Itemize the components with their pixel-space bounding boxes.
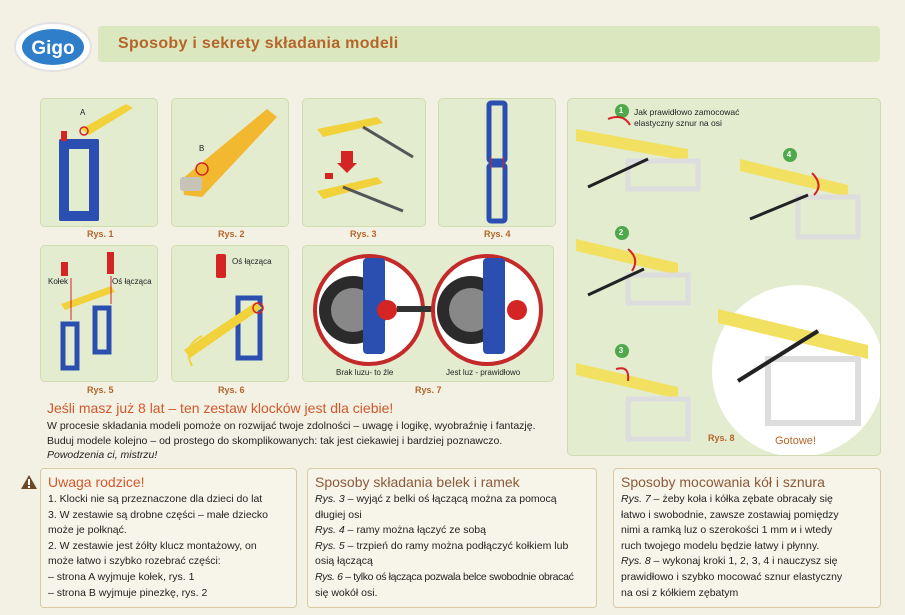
intro-text: W procesie składania modeli pomoże on ro… bbox=[47, 420, 536, 462]
warning-title: Uwaga rodzice! bbox=[48, 474, 145, 490]
mocowanie-line: Rys. 8 – wykonaj kroki 1, 2, 3, 4 i nauc… bbox=[621, 555, 838, 568]
warning-line: 3. W zestawie są drobne części – małe dz… bbox=[48, 508, 269, 521]
mocowanie-line: na osi z kółkiem zębatym bbox=[621, 586, 739, 599]
warning-line: może je połknąć. bbox=[48, 524, 127, 537]
belki-line: Rys. 3 – wyjąć z belki oś łączącą można … bbox=[315, 493, 557, 505]
label-gotowe: Gotowe! bbox=[775, 435, 816, 447]
belki-line: Rys. 4 – ramy można łączyć ze sobą bbox=[315, 524, 486, 537]
label-os-laczaca-2: Oś łącząca bbox=[232, 257, 272, 266]
figure-rys8 bbox=[567, 98, 884, 457]
logo-text: Gigo bbox=[31, 38, 74, 59]
header-bar bbox=[98, 26, 880, 62]
caption-rys4: Rys. 4 bbox=[484, 229, 511, 239]
belki-line: się wokół osi. bbox=[315, 586, 378, 599]
warning-line: – strona B wyjmuje pinezkę, rys. 2 bbox=[48, 586, 208, 599]
belki-line: Rys. 6 – tylko oś łącząca pozwala belce … bbox=[315, 570, 574, 583]
caption-rys2: Rys. 2 bbox=[218, 229, 245, 239]
label-b: B bbox=[199, 144, 205, 153]
belki-box: Sposoby składania belek i ramek Rys. 3 –… bbox=[307, 468, 597, 608]
step-4: 4 bbox=[786, 150, 792, 159]
page-title: Sposoby i sekrety składania modeli bbox=[118, 35, 399, 52]
warning-list: 1. Klocki nie są przeznaczone dla dzieci… bbox=[48, 492, 294, 601]
intro-title: Jeśli masz już 8 lat – ten zestaw klockó… bbox=[47, 400, 394, 416]
caption-rys3: Rys. 3 bbox=[350, 229, 377, 239]
figure-rys3 bbox=[302, 98, 426, 227]
label-brak-luzu: Brak luzu- to źle bbox=[336, 368, 394, 377]
caption-rys7: Rys. 7 bbox=[415, 385, 442, 395]
belki-list: Rys. 3 – wyjąć z belki oś łączącą można … bbox=[315, 492, 595, 601]
belki-title: Sposoby składania belek i ramek bbox=[315, 474, 520, 490]
mocowanie-line: ruch twojego modelu będzie łatwy i płynn… bbox=[621, 539, 820, 552]
mocowanie-line: prawidłowo i szybko mocować sznur elasty… bbox=[621, 570, 843, 583]
step-1: 1 bbox=[618, 106, 624, 115]
step-2: 2 bbox=[618, 228, 624, 237]
warning-box: Uwaga rodzice! 1. Klocki nie są przeznac… bbox=[40, 468, 297, 608]
figure-rys5 bbox=[40, 245, 158, 382]
mocowanie-title: Sposoby mocowania kół i sznura bbox=[621, 474, 825, 490]
figure-rys7 bbox=[302, 245, 554, 382]
warning-icon bbox=[20, 474, 38, 495]
belki-line: Rys. 5 – trzpień do ramy można podłączyć… bbox=[315, 539, 569, 552]
warning-line: może łatwo i szybko rozebrać części: bbox=[48, 555, 221, 568]
warning-line: 1. Klocki nie są przeznaczone dla dzieci… bbox=[48, 493, 263, 505]
mocowanie-line: nimi a ramką luz o szerokości 1 mm и i w… bbox=[621, 524, 833, 537]
label-jak-line1: Jak prawidłowo zamocować bbox=[634, 107, 740, 117]
label-jest-luz: Jest luz - prawidłowo bbox=[446, 368, 521, 377]
caption-rys8: Rys. 8 bbox=[708, 433, 735, 443]
mocowanie-line: Rys. 7 – żeby koła i kółka zębate obraca… bbox=[621, 493, 833, 505]
mocowanie-list: Rys. 7 – żeby koła i kółka zębate obraca… bbox=[621, 492, 877, 601]
warning-line: – strona A wyjmuje kołek, rys. 1 bbox=[48, 570, 195, 583]
belki-line: długiej osi bbox=[315, 508, 362, 521]
figure-rys4 bbox=[438, 98, 556, 227]
figure-rys2 bbox=[171, 98, 289, 227]
label-kolek: Kołek bbox=[48, 277, 69, 286]
gigo-logo: Gigo bbox=[10, 18, 96, 76]
label-jak-line2: elastyczny sznur na osi bbox=[634, 118, 722, 128]
step-3: 3 bbox=[618, 346, 624, 355]
caption-rys6: Rys. 6 bbox=[218, 385, 245, 395]
mocowanie-line: łatwo i swobodnie, zawsze zostawiaj pomi… bbox=[621, 508, 839, 521]
mocowanie-box: Sposoby mocowania kół i sznura Rys. 7 – … bbox=[613, 468, 881, 608]
caption-rys1: Rys. 1 bbox=[87, 229, 114, 239]
warning-line: 2. W zestawie jest żółty klucz montażowy… bbox=[48, 539, 257, 552]
figure-rys1 bbox=[40, 98, 158, 227]
figure-rys6 bbox=[171, 245, 289, 382]
belki-line: osią łączącą bbox=[315, 555, 373, 568]
label-os-laczaca: Oś łącząca bbox=[112, 277, 152, 286]
caption-rys5: Rys. 5 bbox=[87, 385, 114, 395]
label-a: A bbox=[80, 108, 86, 117]
